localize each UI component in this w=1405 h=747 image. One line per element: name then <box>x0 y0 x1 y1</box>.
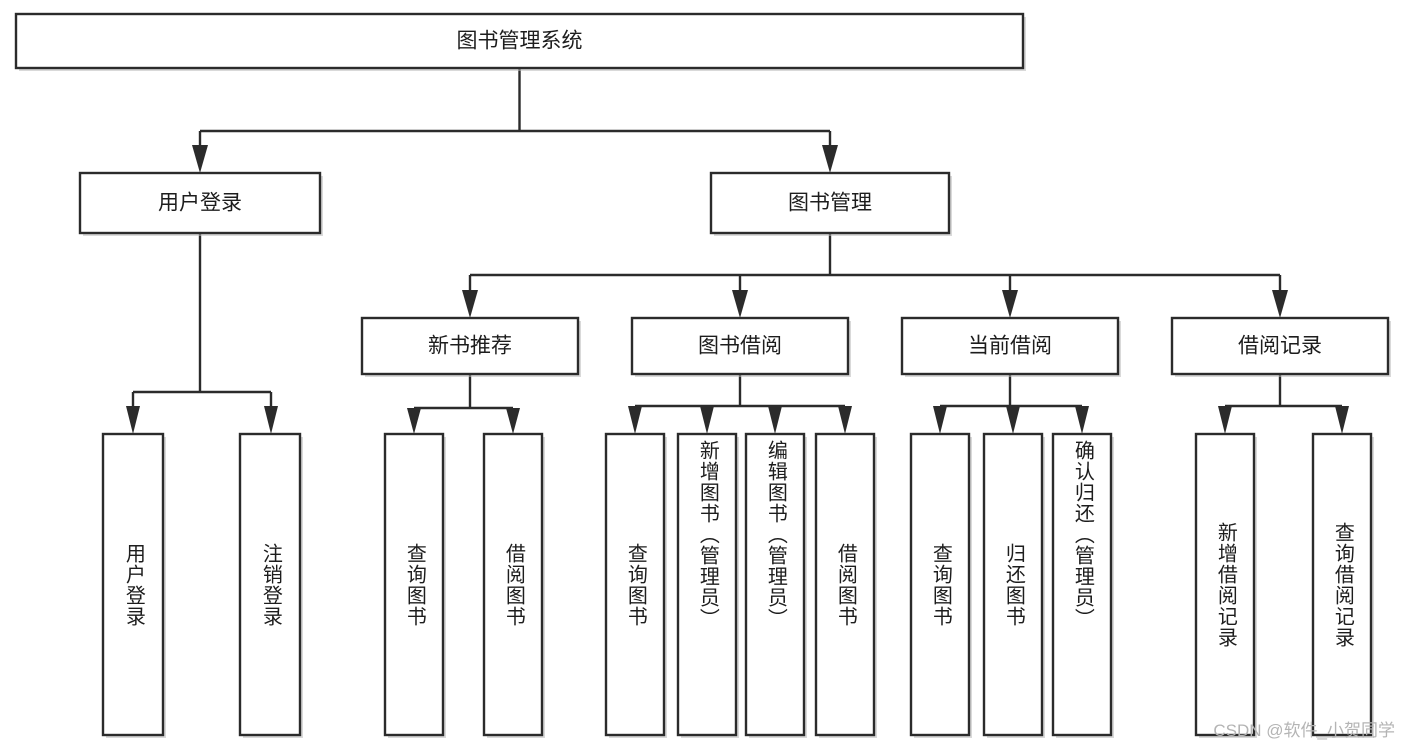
leaf-edit-book-box[interactable] <box>744 432 806 737</box>
current-borrow-label: 当前借阅 <box>968 335 1052 358</box>
leaf-user-login-box[interactable] <box>101 432 165 737</box>
leaf-return-book-box[interactable] <box>982 432 1044 737</box>
arrow-to-leaf-edit-book <box>768 406 782 434</box>
leaf-query-book-1-box[interactable] <box>383 432 445 737</box>
node-new-book-rec[interactable]: 新书推荐 <box>360 316 581 377</box>
leaf-box-layer <box>101 432 1374 738</box>
book-borrow-box[interactable] <box>630 316 850 376</box>
leaf-logout-box[interactable] <box>238 432 302 737</box>
arrow-to-new-book-rec <box>462 290 478 318</box>
user-login-box[interactable] <box>78 171 322 235</box>
book-manage-box[interactable] <box>709 171 951 235</box>
borrow-record-label: 借阅记录 <box>1238 335 1322 358</box>
root-box[interactable] <box>14 12 1025 70</box>
leaf-add-book-box[interactable] <box>676 432 738 737</box>
arrow-to-leaf-return-book <box>1006 406 1020 434</box>
arrow-to-leaf-borrow-book-1 <box>506 408 520 434</box>
current-borrow-box[interactable] <box>900 316 1120 376</box>
node-borrow-record[interactable]: 借阅记录 <box>1170 316 1391 377</box>
leaf-query-book-2-box[interactable] <box>604 432 666 737</box>
leaf-query-record-box[interactable] <box>1311 432 1373 737</box>
leaf-query-book-3-box[interactable] <box>909 432 971 737</box>
leaf-add-record-box[interactable] <box>1194 432 1256 737</box>
arrow-to-leaf-add-record <box>1218 406 1232 434</box>
user-login-label: 用户登录 <box>158 192 242 215</box>
leaf-borrow-book-2-box[interactable] <box>814 432 876 737</box>
leaf-borrow-book-1-box[interactable] <box>482 432 544 737</box>
node-book-manage[interactable]: 图书管理 <box>709 171 952 236</box>
book-manage-label: 图书管理 <box>788 192 872 215</box>
arrow-to-leaf-borrow-book-2 <box>838 406 852 434</box>
book-borrow-label: 图书借阅 <box>698 335 782 358</box>
arrow-to-leaf-query-book-3 <box>933 406 947 434</box>
node-user-login[interactable]: 用户登录 <box>78 171 323 236</box>
leaf-confirm-return-box[interactable] <box>1051 432 1113 737</box>
arrow-to-borrow-record <box>1272 290 1288 318</box>
new-book-rec-label: 新书推荐 <box>428 335 512 358</box>
arrow-to-leaf-add-book <box>700 406 714 434</box>
arrow-to-book-borrow <box>732 290 748 318</box>
arrow-to-book-manage <box>822 145 838 173</box>
arrow-to-leaf-user-login <box>126 406 140 434</box>
node-book-borrow[interactable]: 图书借阅 <box>630 316 851 377</box>
node-root[interactable]: 图书管理系统 <box>14 12 1026 71</box>
new-book-rec-box[interactable] <box>360 316 580 376</box>
node-current-borrow[interactable]: 当前借阅 <box>900 316 1121 377</box>
arrow-to-leaf-confirm-return <box>1075 406 1089 434</box>
arrow-to-leaf-query-record <box>1335 406 1349 434</box>
connector-layer <box>126 68 1349 434</box>
arrow-to-user-login <box>192 145 208 173</box>
arrow-to-leaf-query-book-2 <box>628 406 642 434</box>
borrow-record-box[interactable] <box>1170 316 1390 376</box>
root-label: 图书管理系统 <box>457 30 583 53</box>
arrow-to-current-borrow <box>1002 290 1018 318</box>
arrow-to-leaf-query-book-1 <box>407 408 421 434</box>
arrow-to-leaf-logout <box>264 406 278 434</box>
